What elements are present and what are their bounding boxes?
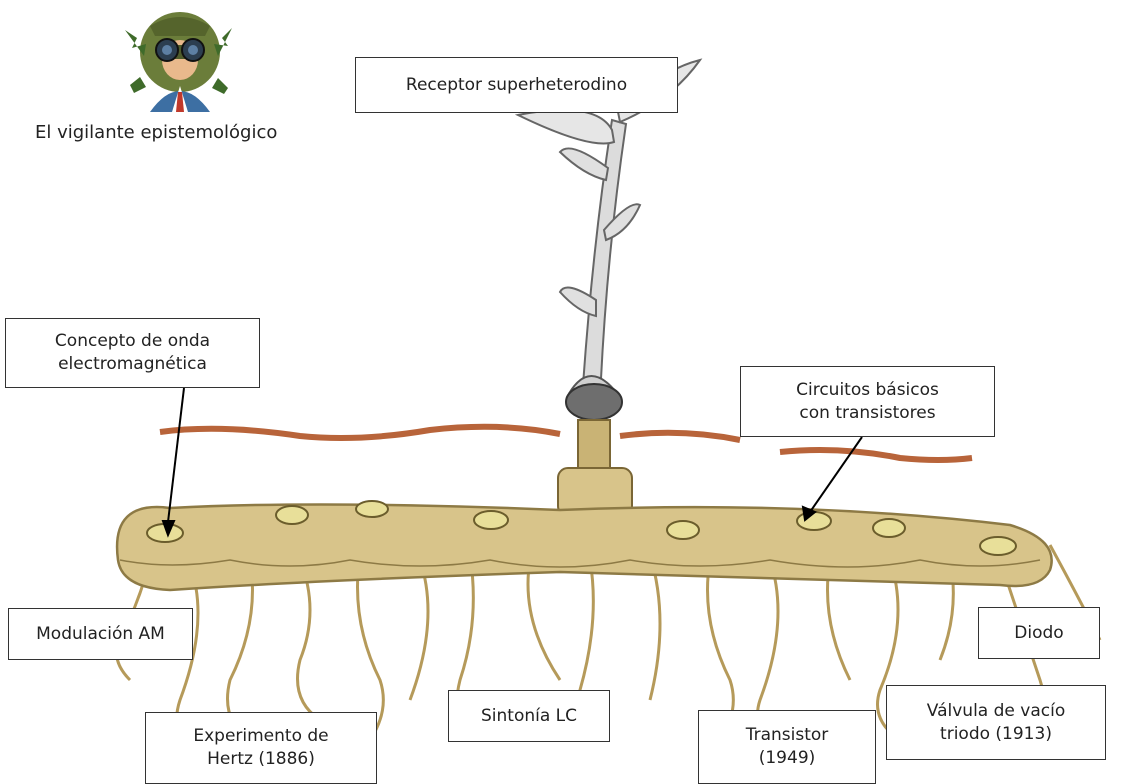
- label-valvula-vacio: Válvula de vacío triodo (1913): [886, 685, 1106, 760]
- label-text: Modulación AM: [36, 623, 165, 646]
- label-text: Sintonía LC: [481, 705, 577, 728]
- label-line: con transistores: [799, 402, 935, 425]
- node: [797, 512, 831, 530]
- label-line: Circuitos básicos: [796, 379, 939, 402]
- label-line: Concepto de onda: [55, 330, 210, 353]
- label-receptor-superheterodino: Receptor superheterodino: [355, 57, 678, 113]
- label-transistor: Transistor (1949): [698, 710, 876, 784]
- arrow-concept: [168, 388, 184, 522]
- label-concepto-onda: Concepto de onda electromagnética: [5, 318, 260, 388]
- icon-caption: El vigilante epistemológico: [35, 122, 277, 143]
- plant-stem: [518, 60, 700, 420]
- label-sintonia-lc: Sintonía LC: [448, 690, 610, 742]
- node: [276, 506, 308, 524]
- label-line: Transistor: [746, 724, 829, 747]
- label-experimento-hertz: Experimento de Hertz (1886): [145, 712, 377, 784]
- label-circuitos-basicos: Circuitos básicos con transistores: [740, 366, 995, 437]
- rhizome: [117, 504, 1052, 590]
- label-diodo: Diodo: [978, 607, 1100, 659]
- label-line: Experimento de: [193, 725, 328, 748]
- label-line: Hertz (1886): [207, 748, 315, 771]
- label-line: triodo (1913): [940, 723, 1052, 746]
- label-text: Receptor superheterodino: [406, 74, 627, 97]
- label-line: Válvula de vacío: [927, 700, 1065, 723]
- label-text: Diodo: [1014, 622, 1063, 645]
- label-modulacion-am: Modulación AM: [8, 608, 193, 660]
- node: [474, 511, 508, 529]
- binoculars-icon: [125, 12, 232, 112]
- node: [980, 537, 1016, 555]
- label-line: (1949): [759, 747, 816, 770]
- node: [667, 521, 699, 539]
- node: [873, 519, 905, 537]
- node: [356, 501, 388, 517]
- label-line: electromagnética: [58, 353, 207, 376]
